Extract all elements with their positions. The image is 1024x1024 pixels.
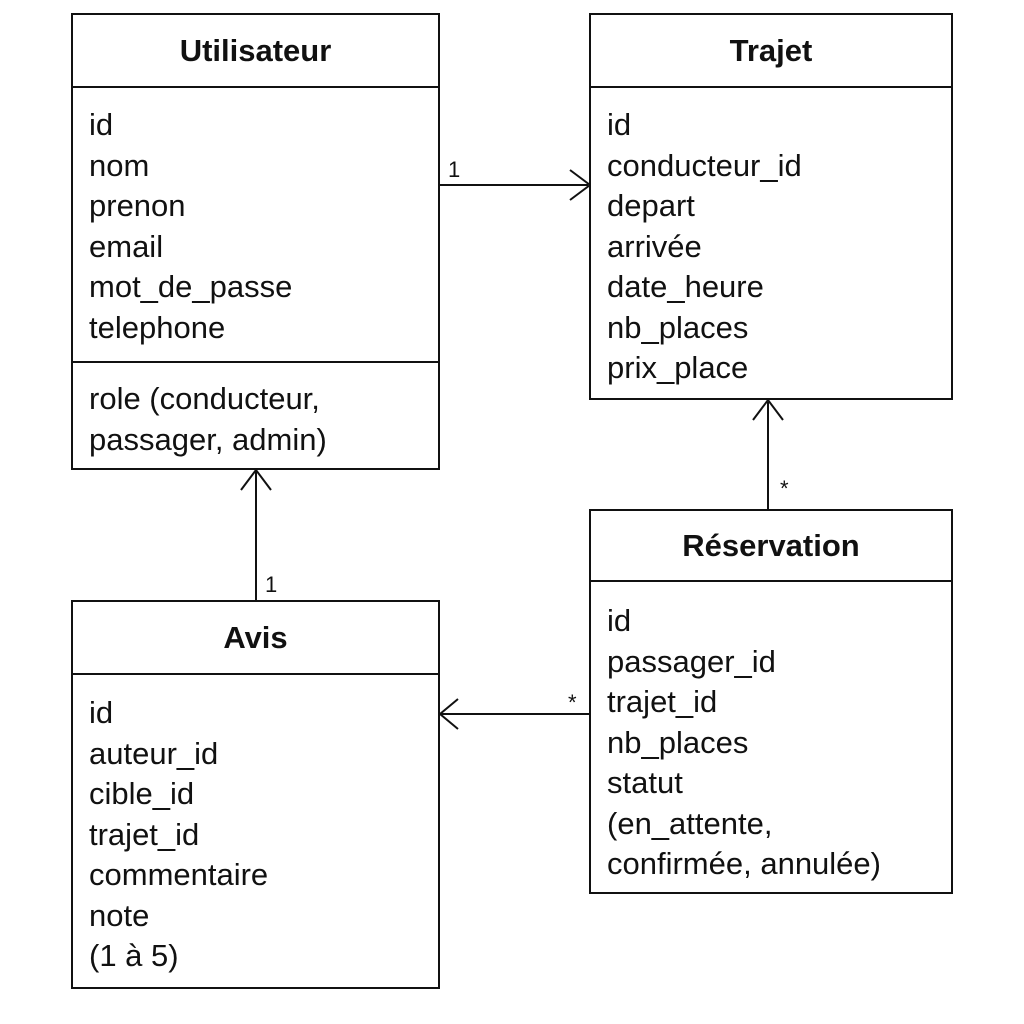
class-trajet: Trajet id conducteur_id depart arrivée d… — [589, 13, 953, 400]
class-utilisateur-name: Utilisateur — [73, 15, 438, 88]
attribute: date_heure — [607, 269, 764, 304]
attribute: mot_de_passe — [89, 269, 293, 304]
attribute: trajet_id — [89, 816, 200, 852]
attribute: id — [89, 695, 114, 730]
class-reservation-attributes: id passager_id trajet_id nb_places statu… — [591, 582, 951, 885]
attribute: note — [89, 897, 150, 933]
multiplicity-avis-utilisateur: 1 — [265, 572, 277, 597]
attribute: role (conducteur, — [89, 381, 320, 416]
attribute: arrivée — [607, 228, 702, 264]
attribute: (1 à 5) — [89, 938, 179, 973]
attribute: (en_attente, — [607, 805, 773, 841]
multiplicity-utilisateur-trajet: 1 — [448, 157, 460, 182]
multiplicity-reservation-avis: * — [568, 690, 577, 715]
attribute: confirmée, annulée) — [607, 846, 881, 881]
attribute: statut — [607, 765, 683, 800]
attribute: telephone — [89, 309, 226, 345]
attribute: commentaire — [89, 857, 269, 892]
multiplicity-reservation-trajet: * — [780, 476, 789, 501]
attribute: id — [607, 603, 632, 638]
class-trajet-name: Trajet — [591, 15, 951, 88]
attribute: depart — [607, 188, 695, 223]
attribute: conducteur_id — [607, 147, 802, 183]
attribute: passager, admin) — [89, 421, 327, 457]
class-avis-name: Avis — [73, 602, 438, 675]
class-trajet-attributes: id conducteur_id depart arrivée date_heu… — [591, 88, 951, 389]
attribute: auteur_id — [89, 735, 219, 771]
attribute: id — [89, 107, 114, 142]
class-utilisateur-attributes: id nom prenon email mot_de_passe telepho… — [73, 88, 438, 361]
class-avis: Avis id auteur_id cible_id trajet_id com… — [71, 600, 440, 989]
attribute: trajet_id — [607, 684, 718, 719]
class-avis-attributes: id auteur_id cible_id trajet_id commenta… — [73, 675, 438, 977]
attribute: email — [89, 228, 164, 264]
attribute: nom — [89, 147, 150, 183]
attribute: id — [607, 107, 632, 142]
attribute: cible_id — [89, 776, 195, 811]
association-reservation-avis-arrowhead — [438, 698, 459, 730]
attribute: nb_places — [607, 309, 749, 345]
attribute: prix_place — [607, 350, 749, 385]
attribute: nb_places — [607, 724, 749, 760]
association-reservation-trajet-arrowhead — [752, 398, 784, 421]
class-utilisateur-role: role (conducteur, passager, admin) — [73, 361, 438, 460]
class-reservation: Réservation id passager_id trajet_id nb_… — [589, 509, 953, 894]
attribute: prenon — [89, 188, 186, 223]
attribute: passager_id — [607, 643, 776, 679]
association-avis-utilisateur-arrowhead — [240, 468, 272, 491]
class-utilisateur: Utilisateur id nom prenon email mot_de_p… — [71, 13, 440, 470]
class-reservation-name: Réservation — [591, 511, 951, 582]
